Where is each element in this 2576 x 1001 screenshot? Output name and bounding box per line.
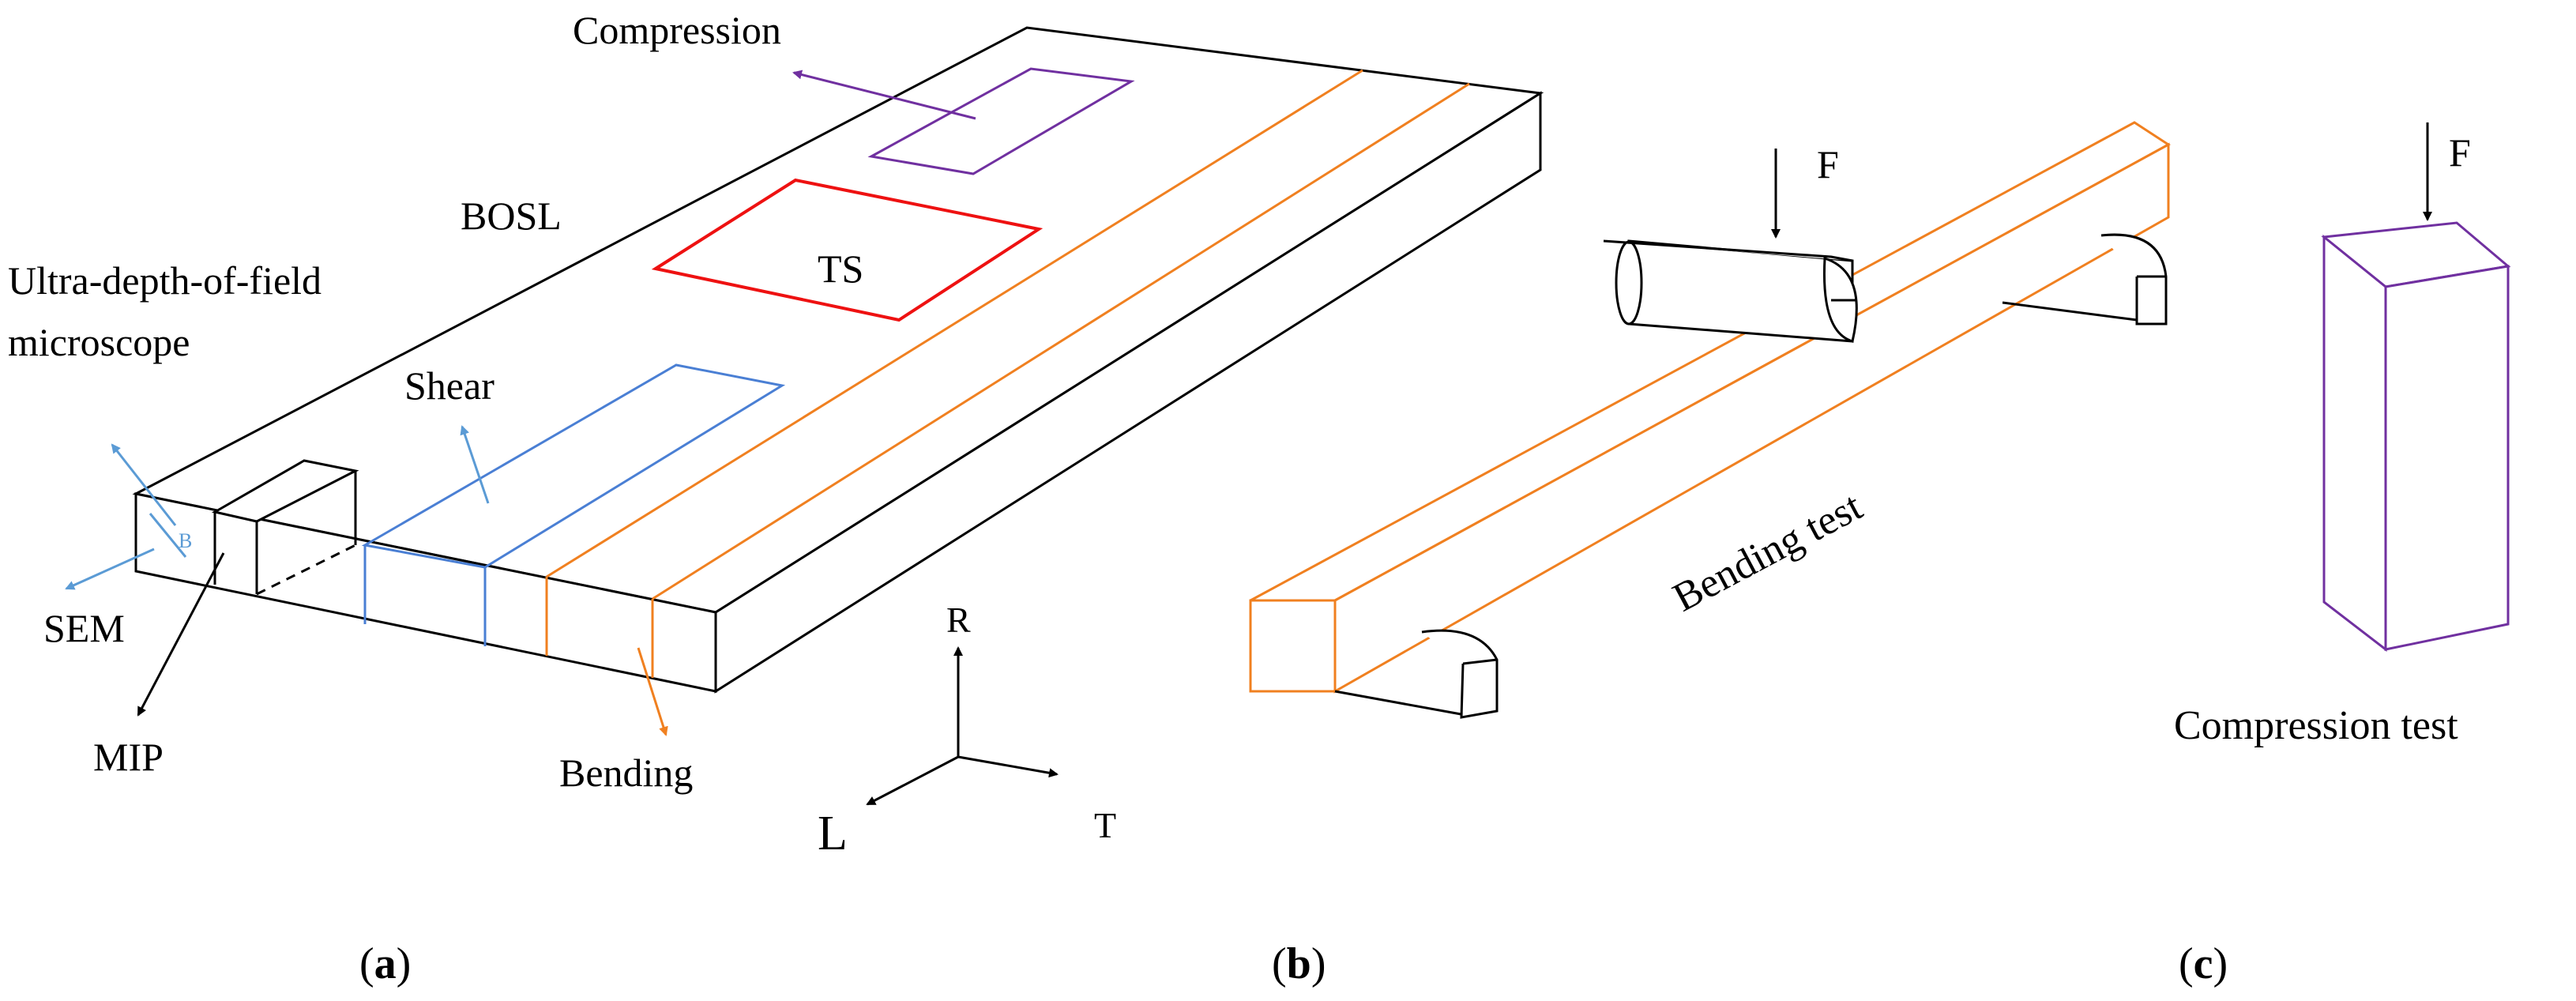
board-top-face	[132, 26, 1544, 614]
compression-region	[867, 67, 1135, 175]
axis-t-label: T	[1094, 805, 1116, 845]
compression-prism	[2321, 221, 2511, 653]
caption-a: (a)	[359, 939, 411, 988]
ultra-label-line1: Ultra-depth-of-field	[8, 258, 322, 303]
right-support	[2002, 233, 2168, 326]
shear-region	[361, 363, 786, 646]
compression-force-label: F	[2449, 130, 2471, 175]
sem-diagonal	[149, 513, 187, 558]
bending-force-label: F	[1817, 142, 1839, 186]
bending-beam	[1249, 121, 2171, 694]
shear-arrow	[460, 425, 490, 504]
panel-a-board: B Compression BOSL TS Ultra-depth-of-fie…	[8, 8, 1544, 795]
mip-label: MIP	[93, 735, 164, 779]
compression-arrow	[792, 70, 976, 120]
ts-region	[651, 178, 1044, 322]
panel-c-compression: F Compression test	[2174, 122, 2511, 748]
compression-label: Compression	[573, 8, 781, 52]
axis-l-label: L	[818, 807, 848, 860]
bending-strip-lines	[545, 69, 1470, 678]
loading-cylinder	[1603, 239, 1858, 343]
mip-block	[211, 459, 359, 596]
board-right-face	[714, 91, 1542, 694]
left-support	[1334, 629, 1499, 719]
caption-b: (b)	[1272, 939, 1326, 988]
compression-test-title: Compression test	[2174, 703, 2458, 748]
sem-label: SEM	[43, 606, 125, 650]
ultra-label-line2: microscope	[8, 320, 190, 364]
sem-arrow	[65, 548, 155, 590]
ultra-microscope-arrow	[111, 443, 177, 526]
ts-label: TS	[818, 246, 863, 291]
bending-label: Bending	[559, 751, 693, 795]
bending-arrow	[637, 647, 668, 736]
bending-test-title: Bending test	[1666, 484, 1870, 620]
bosl-label: BOSL	[461, 194, 562, 238]
axis-triad: R T L	[818, 600, 1116, 860]
caption-c: (c)	[2179, 939, 2228, 988]
mip-arrow	[137, 552, 225, 717]
shear-label: Shear	[404, 363, 495, 408]
axis-r-label: R	[946, 600, 971, 640]
small-mark-label: B	[179, 529, 192, 552]
